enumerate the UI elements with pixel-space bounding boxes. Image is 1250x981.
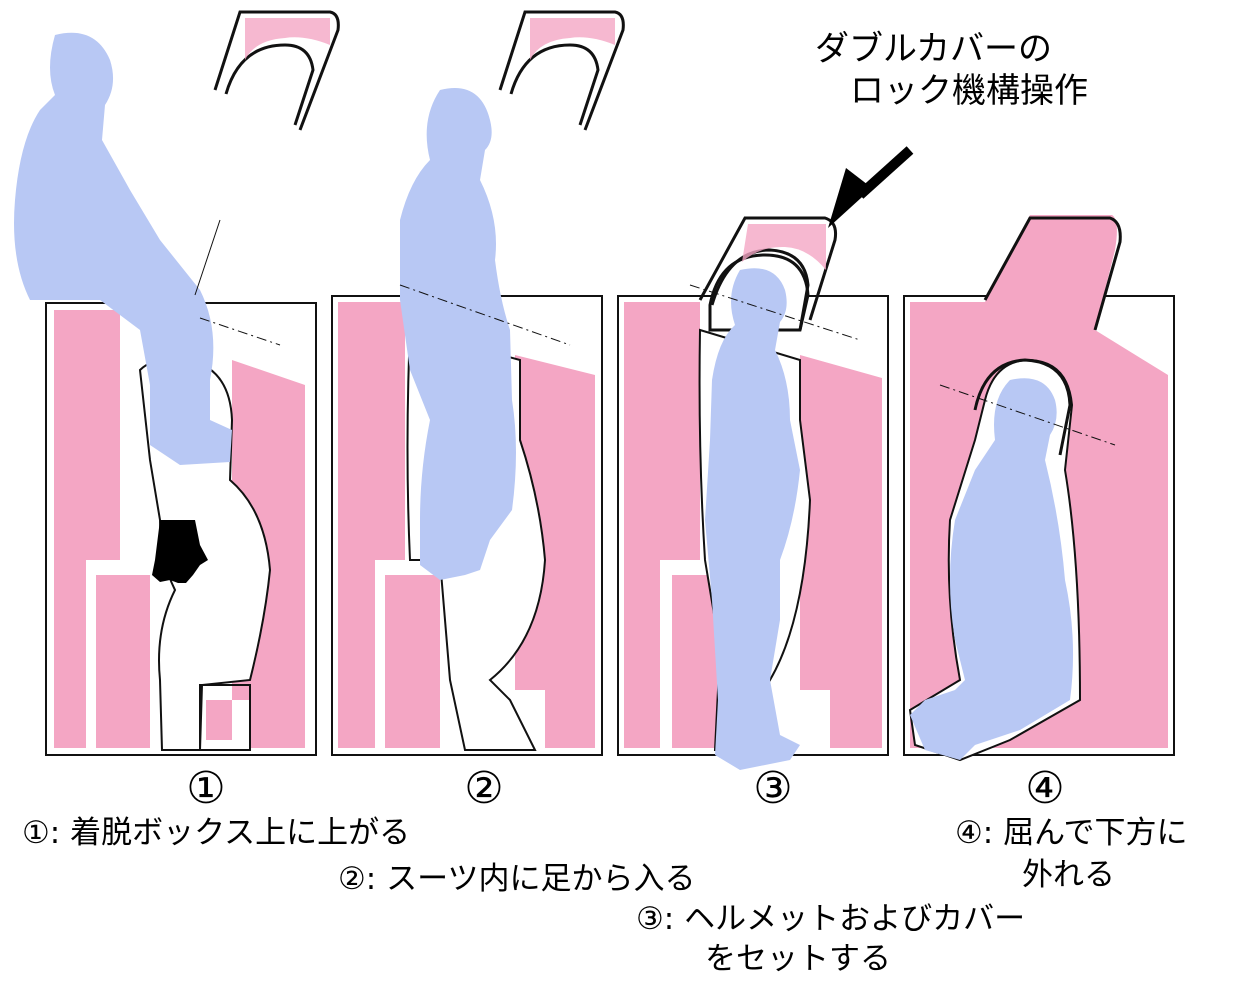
panel-2 bbox=[331, 10, 625, 756]
panel-1-cover-fill bbox=[245, 18, 330, 60]
panel-1-axis-line bbox=[199, 317, 281, 346]
step-1-line1: ①: 着脱ボックス上に上がる bbox=[22, 815, 411, 851]
step-3-line1: ③: ヘルメットおよびカバー bbox=[636, 901, 1026, 937]
panel-2-cover-fill bbox=[530, 18, 615, 60]
panel-4-cover-frame bbox=[973, 216, 1122, 456]
panel-3-person-standing bbox=[705, 268, 800, 770]
panel-1-hand-glove bbox=[152, 520, 208, 583]
panel-2-box bbox=[338, 302, 595, 748]
callout-arrow bbox=[828, 146, 914, 228]
panel-1-number: ① bbox=[186, 763, 226, 814]
callout-label-line2: ロック機構操作 bbox=[850, 71, 1088, 111]
panel-2-person-standing bbox=[400, 88, 516, 580]
panel-4 bbox=[903, 215, 1175, 762]
panel-4-axis-line bbox=[939, 384, 1116, 446]
panel-3 bbox=[617, 216, 889, 770]
panel-3-cover-fill bbox=[742, 224, 826, 270]
panel-2-number: ② bbox=[464, 763, 504, 814]
step-4-line2: 外れる bbox=[1022, 857, 1115, 893]
step-3-line2: をセットする bbox=[705, 941, 891, 977]
step-2-caption: ②: スーツ内に足から入る bbox=[338, 861, 696, 898]
panel-1-step bbox=[199, 684, 251, 751]
panel-1-guide-line bbox=[194, 219, 221, 296]
panel-3-number: ③ bbox=[753, 763, 793, 814]
panel-4-number: ④ bbox=[1025, 763, 1065, 814]
step-3-caption: ③: ヘルメットおよびカバー bbox=[636, 901, 1026, 938]
step-1-caption: ①: 着脱ボックス上に上がる bbox=[22, 815, 411, 852]
callout-label-line1: ダブルカバーの bbox=[815, 29, 1052, 69]
panel-1-cover-frame bbox=[213, 10, 340, 131]
panel-1 bbox=[14, 10, 340, 756]
panel-2-cover-frame bbox=[498, 10, 625, 131]
panel-1-person-seated bbox=[14, 32, 232, 466]
panel-3-axis-line bbox=[689, 284, 861, 341]
step-4-caption: ④: 屈んで下方に bbox=[955, 815, 1188, 852]
step-2-line1: ②: スーツ内に足から入る bbox=[338, 861, 696, 897]
step-4-line1: ④: 屈んで下方に bbox=[955, 815, 1188, 851]
panel-3-box bbox=[624, 302, 882, 748]
panel-4-person-crouching bbox=[910, 378, 1074, 760]
panel-3-cover-frame bbox=[698, 216, 837, 331]
